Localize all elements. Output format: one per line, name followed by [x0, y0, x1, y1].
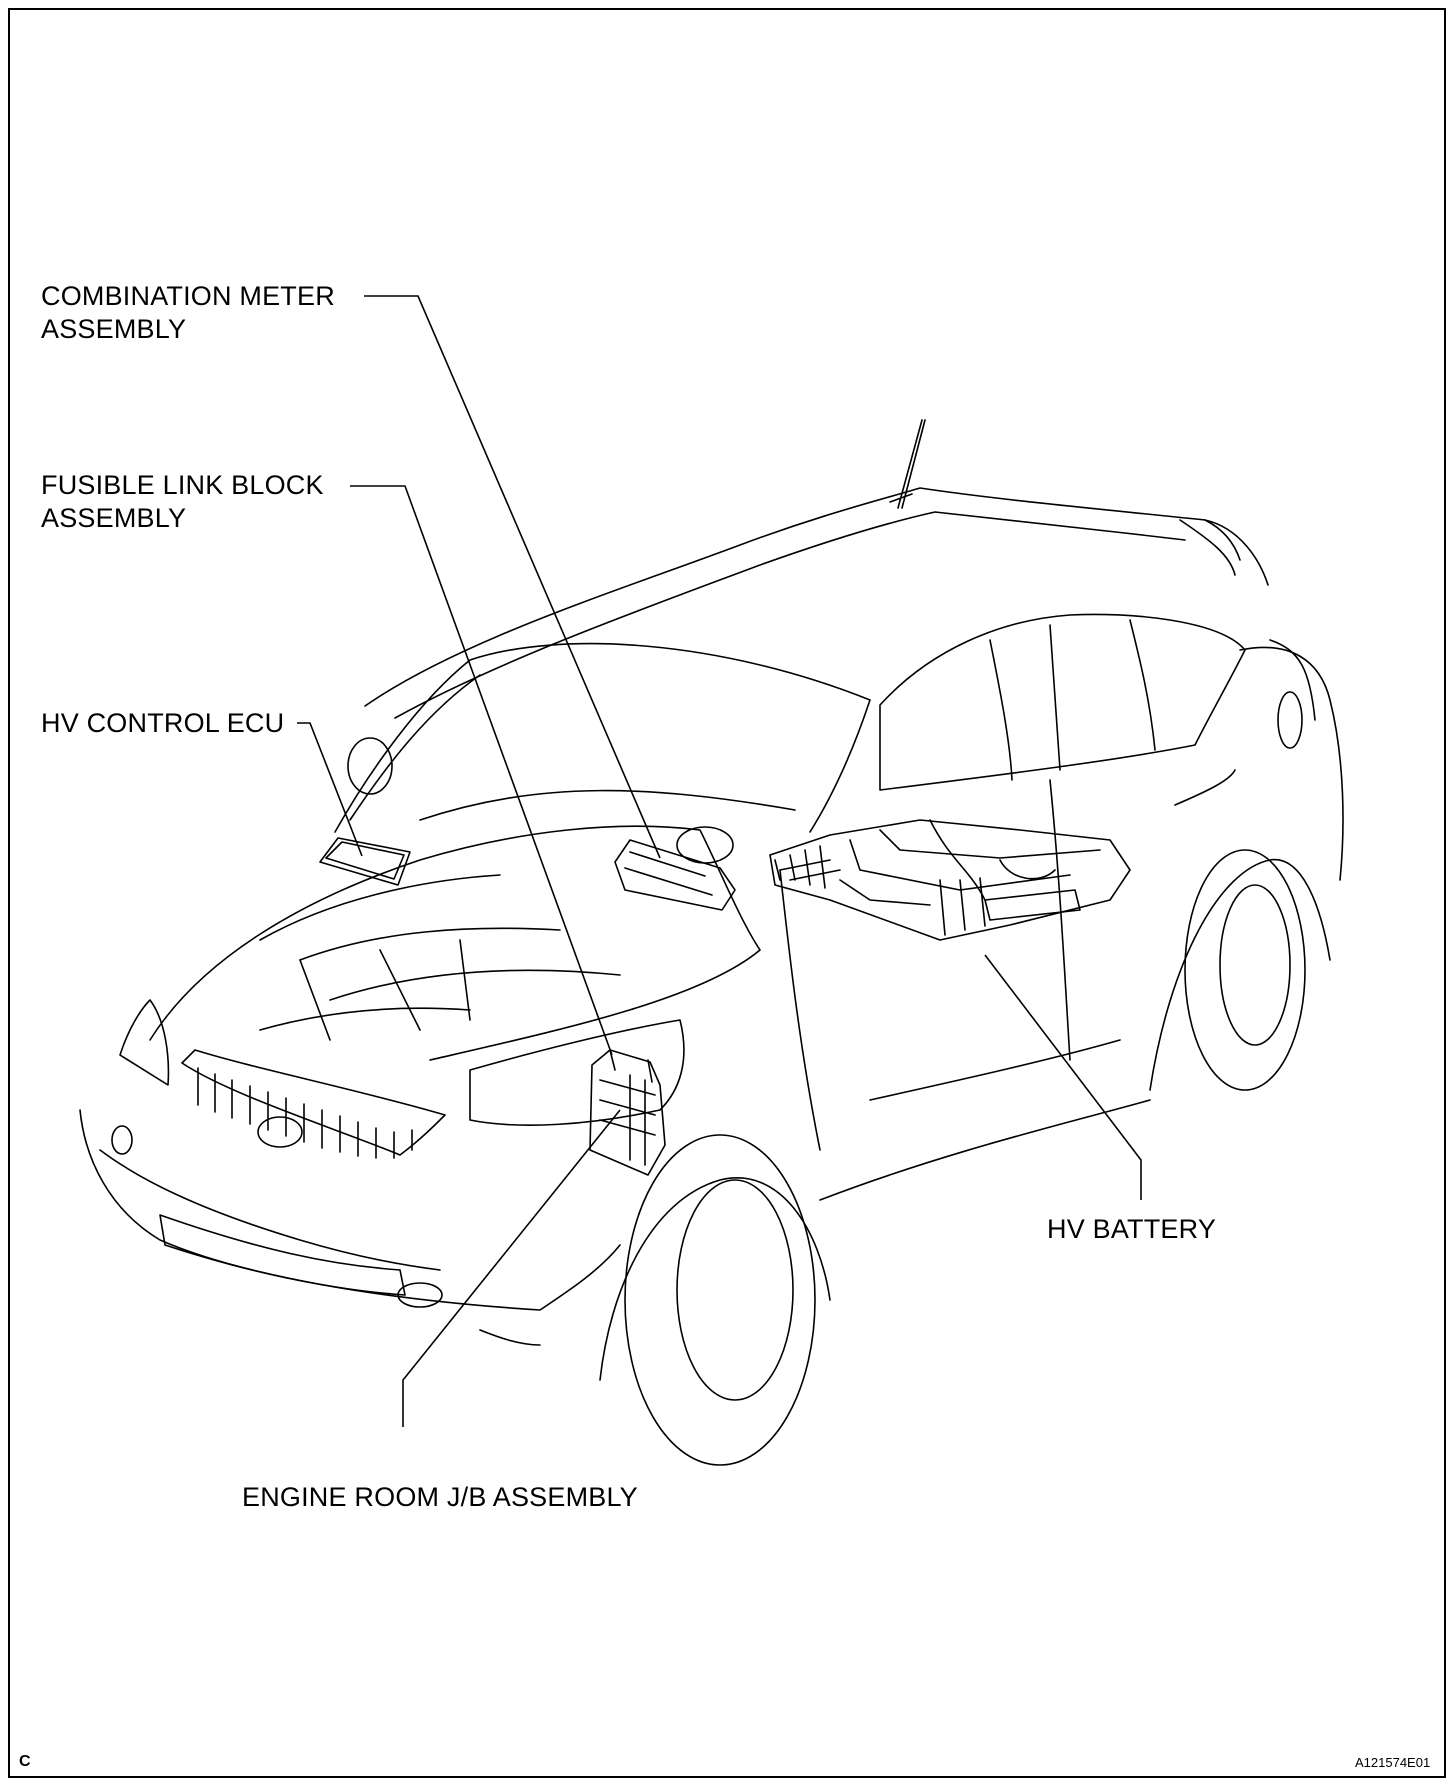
spoiler: [1179, 519, 1241, 576]
label-fusible-link: FUSIBLE LINK BLOCK ASSEMBLY: [41, 469, 324, 535]
grille: [181, 1049, 446, 1156]
windshield: [334, 642, 871, 833]
leader-combination-meter: [364, 295, 661, 859]
roof-outline: [364, 487, 1269, 707]
leader-fusible-link: [350, 485, 613, 1056]
label-fusible-link-line2: ASSEMBLY: [41, 503, 187, 533]
hv-battery-part: [769, 819, 1131, 941]
leader-hv-battery: [984, 954, 1142, 1200]
combination-meter-part: [614, 839, 736, 911]
headlight-left: [119, 999, 170, 1086]
rear-body: [1239, 646, 1344, 881]
front-wheel: [624, 1134, 816, 1466]
engine-room-jb-part: [589, 1049, 666, 1176]
corner-letter: C: [19, 1753, 31, 1770]
label-engine-room-jb: ENGINE ROOM J/B ASSEMBLY: [242, 1482, 638, 1512]
label-hv-battery: HV BATTERY: [1047, 1214, 1217, 1244]
leader-hv-control-ecu: [297, 722, 363, 857]
rear-wheel-arch: [1149, 858, 1331, 1091]
label-combination-meter-line2: ASSEMBLY: [41, 314, 187, 344]
leader-engine-room-jb: [402, 1109, 621, 1427]
label-hv-control-ecu: HV CONTROL ECU: [41, 708, 285, 738]
hood: [149, 825, 761, 1061]
hv-control-ecu-part: [319, 837, 411, 886]
roof-inner: [394, 511, 1186, 719]
label-fusible-link-line1: FUSIBLE LINK BLOCK: [41, 470, 324, 500]
side-sill: [819, 1099, 1151, 1201]
label-combination-meter-line1: COMBINATION METER: [41, 281, 335, 311]
front-wheel-arch: [599, 1177, 831, 1381]
antenna: [897, 419, 926, 509]
rear-wheel: [1184, 849, 1306, 1091]
figure-id: A121574E01: [1355, 1755, 1431, 1770]
headlight-right: [469, 1019, 685, 1127]
label-combination-meter: COMBINATION METER ASSEMBLY: [41, 280, 335, 346]
figure-frame: [8, 8, 1446, 1778]
badge: [257, 1116, 303, 1148]
side-windows: [879, 613, 1246, 791]
